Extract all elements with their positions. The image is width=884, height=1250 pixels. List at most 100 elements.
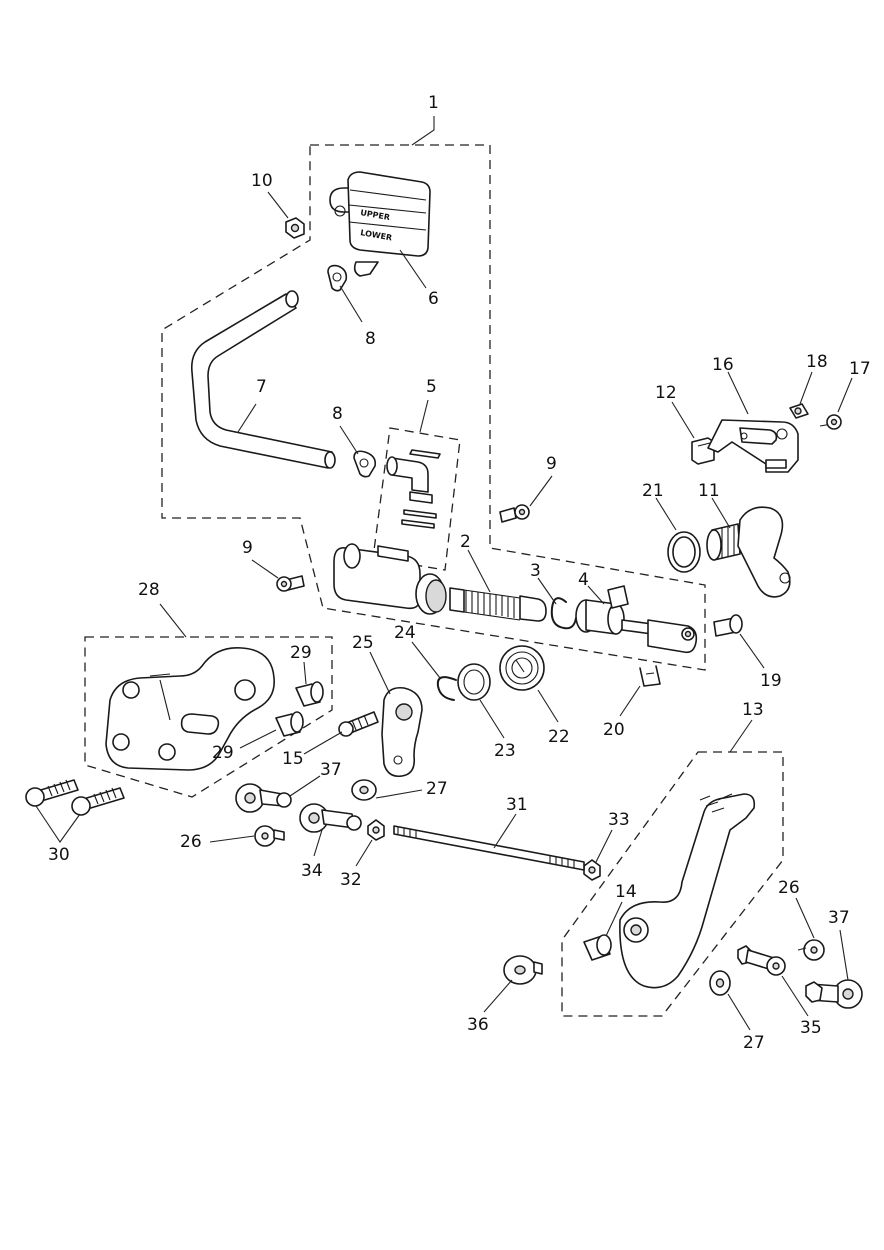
callout-29a: 29 <box>290 643 312 663</box>
leader-line-27b <box>727 993 751 1031</box>
leader-line-23 <box>479 699 505 739</box>
leader-line-10 <box>267 191 289 219</box>
callout-9b: 9 <box>242 538 253 558</box>
leader-line-33 <box>595 829 613 863</box>
clip-part <box>639 665 661 687</box>
group-outline-28 <box>84 636 333 798</box>
leader-line-28 <box>159 603 187 638</box>
bolt-part-15 <box>338 711 379 737</box>
rod-end-part-upper <box>235 783 292 813</box>
leader-line-11 <box>711 497 731 529</box>
callout-2: 2 <box>460 532 471 552</box>
leader-line-36 <box>483 979 513 1013</box>
leader-line-9b <box>251 559 279 579</box>
leader-line-37a <box>289 775 321 797</box>
leader-line-22 <box>537 689 559 723</box>
leader-line-26b <box>795 897 815 939</box>
bolt-part-30a <box>25 779 79 807</box>
nut-part-33 <box>583 859 601 881</box>
callout-24: 24 <box>394 623 416 643</box>
callout-12: 12 <box>655 383 677 403</box>
callout-6: 6 <box>428 289 439 309</box>
leader-line-21 <box>655 497 677 531</box>
ring-part <box>457 663 491 701</box>
bolt-part-upper <box>499 504 530 523</box>
callout-32: 32 <box>340 870 362 890</box>
callout-18: 18 <box>806 352 828 372</box>
callout-11: 11 <box>698 481 720 501</box>
pivot-bolt-part-upper <box>254 825 285 847</box>
bush-part-upper <box>295 681 324 707</box>
leader-line-27a <box>375 789 423 799</box>
nut-part <box>285 217 305 239</box>
callout-9a: 9 <box>546 454 557 474</box>
callout-35: 35 <box>800 1018 822 1038</box>
leader-line-4 <box>587 585 605 605</box>
leader-line-9a <box>529 475 553 507</box>
callout-36: 36 <box>467 1015 489 1035</box>
leader-line-35 <box>781 975 809 1017</box>
callout-1: 1 <box>428 93 439 113</box>
leader-line-13 <box>729 719 753 753</box>
leader-line-1 <box>411 116 435 146</box>
callout-8b: 8 <box>332 404 343 424</box>
bracket-part <box>707 419 799 473</box>
hose-clip-part-lower <box>353 450 377 478</box>
master-cylinder-part <box>333 543 547 622</box>
leader-line-15 <box>303 731 343 755</box>
leader-line-17 <box>837 377 853 413</box>
group-outline-13 <box>561 751 784 1017</box>
bush-part-lower <box>275 711 304 737</box>
callout-37b: 37 <box>828 908 850 928</box>
hanger-plate-part <box>105 647 275 771</box>
callout-17: 17 <box>849 359 871 379</box>
rod-end-part-34 <box>299 803 362 833</box>
callout-7: 7 <box>256 377 267 397</box>
leader-line-8b <box>339 425 359 455</box>
callout-30: 30 <box>48 845 70 865</box>
screw-part-18 <box>789 403 809 419</box>
bolt-part-lower <box>276 575 305 592</box>
leader-line-29b <box>239 729 277 749</box>
pivot-bracket-part <box>381 686 423 778</box>
reservoir-part: UPPER LOWER <box>329 171 431 277</box>
leader-line-2 <box>467 549 491 593</box>
callout-10: 10 <box>251 171 273 191</box>
bolt-part-30b <box>71 787 125 816</box>
callout-25: 25 <box>352 633 374 653</box>
leader-line-14 <box>605 901 623 937</box>
elbow-connector-part <box>386 449 441 529</box>
callout-27b: 27 <box>743 1033 765 1053</box>
callout-28: 28 <box>138 580 160 600</box>
threaded-rod-part <box>393 825 585 871</box>
callout-15: 15 <box>282 749 304 769</box>
callout-3: 3 <box>530 561 541 581</box>
callout-37a: 37 <box>320 760 342 780</box>
callout-23: 23 <box>494 741 516 761</box>
pin-part <box>713 614 743 637</box>
callout-8a: 8 <box>365 329 376 349</box>
screw-part-17 <box>819 414 842 430</box>
callout-13: 13 <box>742 700 764 720</box>
return-spring-part <box>499 645 545 691</box>
callout-20: 20 <box>603 720 625 740</box>
leader-line-8a <box>339 285 363 323</box>
circlip-part <box>550 597 577 630</box>
leader-line-7 <box>237 403 257 433</box>
leader-line-6 <box>399 249 427 289</box>
leader-line-26a <box>209 835 255 843</box>
callout-16: 16 <box>712 355 734 375</box>
bush-part-14 <box>583 934 612 961</box>
callout-31: 31 <box>506 795 528 815</box>
callout-33: 33 <box>608 810 630 830</box>
callout-29b: 29 <box>212 743 234 763</box>
callout-5: 5 <box>426 377 437 397</box>
small-circlip-part <box>436 676 457 701</box>
leader-line-16 <box>727 371 749 415</box>
hose-part <box>190 290 336 469</box>
callout-34: 34 <box>301 861 323 881</box>
pivot-bolt-part-36 <box>503 955 543 985</box>
leader-line-5 <box>419 399 429 433</box>
leader-line-18 <box>799 371 813 405</box>
